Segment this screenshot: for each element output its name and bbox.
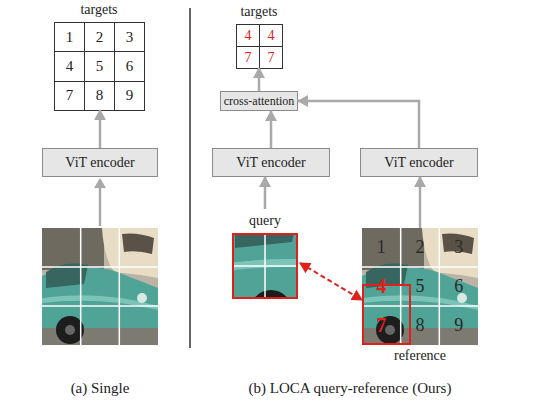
- box-label: ViT encoder: [384, 155, 453, 171]
- patch-line: [439, 228, 441, 345]
- input-image: [42, 228, 158, 345]
- matched-region: [363, 285, 410, 344]
- patch-line: [80, 228, 82, 345]
- grid-cell: 4: [54, 51, 85, 81]
- target-grid: targets123456789: [54, 22, 144, 110]
- divider-line: [189, 8, 191, 348]
- car-photo: [362, 228, 478, 345]
- patch-line: [362, 266, 478, 268]
- patch-number: 8: [401, 306, 440, 345]
- query-border: [233, 234, 297, 298]
- box-label: cross-attention: [224, 94, 295, 109]
- box-label: ViT encoder: [65, 155, 134, 171]
- patch-number: 2: [401, 228, 440, 267]
- encoder-box: ViT encoder: [212, 148, 330, 177]
- grid-cell: 7: [54, 81, 85, 111]
- patch-line: [119, 228, 121, 345]
- grid-cell: 4: [236, 24, 260, 47]
- box-label: ViT encoder: [236, 155, 305, 171]
- image-caption: reference: [362, 348, 478, 364]
- flow-arrow: [270, 111, 273, 148]
- grid-cell: 2: [84, 22, 115, 52]
- car-photo: [232, 233, 298, 299]
- subfigure-caption: (a) Single: [30, 380, 170, 397]
- grid-cell: 6: [114, 51, 145, 81]
- flow-arrow: [298, 101, 419, 148]
- grid-cell: 7: [259, 46, 283, 69]
- flow-arrow: [258, 68, 261, 91]
- reference-image: 123456789reference: [362, 228, 478, 345]
- patch-line: [400, 228, 402, 345]
- cross-attention-box: cross-attention: [220, 91, 298, 111]
- patch-number: 5: [401, 267, 440, 306]
- target-grid: targets4477: [236, 24, 282, 68]
- patch-number: 6: [439, 267, 478, 306]
- match-arrow: [300, 263, 362, 300]
- patch-number: 9: [439, 306, 478, 345]
- patch-number: 7: [362, 306, 401, 345]
- flow-arrow: [99, 110, 102, 148]
- grid-cell: 7: [236, 46, 260, 69]
- flow-arrow: [264, 177, 267, 209]
- query-photo: [232, 233, 298, 299]
- patch-line: [232, 265, 298, 267]
- query-image: query: [232, 233, 298, 299]
- grid-cell: 8: [84, 81, 115, 111]
- grid-heading: targets: [196, 4, 322, 20]
- car-photo: [42, 228, 158, 345]
- grid-cell: 9: [114, 81, 145, 111]
- input-arrow-head: [94, 178, 106, 188]
- grid-cell: 1: [54, 22, 85, 52]
- patch-line: [42, 305, 158, 307]
- patch-line: [42, 266, 158, 268]
- patch-number: 3: [439, 228, 478, 267]
- encoder-box: ViT encoder: [42, 148, 158, 177]
- encoder-box: ViT encoder: [360, 148, 478, 177]
- query-crop: [232, 233, 298, 299]
- patch-line: [362, 305, 478, 307]
- subfigure-caption: (b) LOCA query-reference (Ours): [225, 380, 475, 397]
- patch-number: 4: [362, 267, 401, 306]
- image-caption: query: [202, 213, 328, 229]
- flow-arrow: [419, 177, 422, 228]
- grid-heading: targets: [14, 2, 184, 18]
- grid-cell: 3: [114, 22, 145, 52]
- grid-cell: 5: [84, 51, 115, 81]
- patch-number: 1: [362, 228, 401, 267]
- grid-cell: 4: [259, 24, 283, 47]
